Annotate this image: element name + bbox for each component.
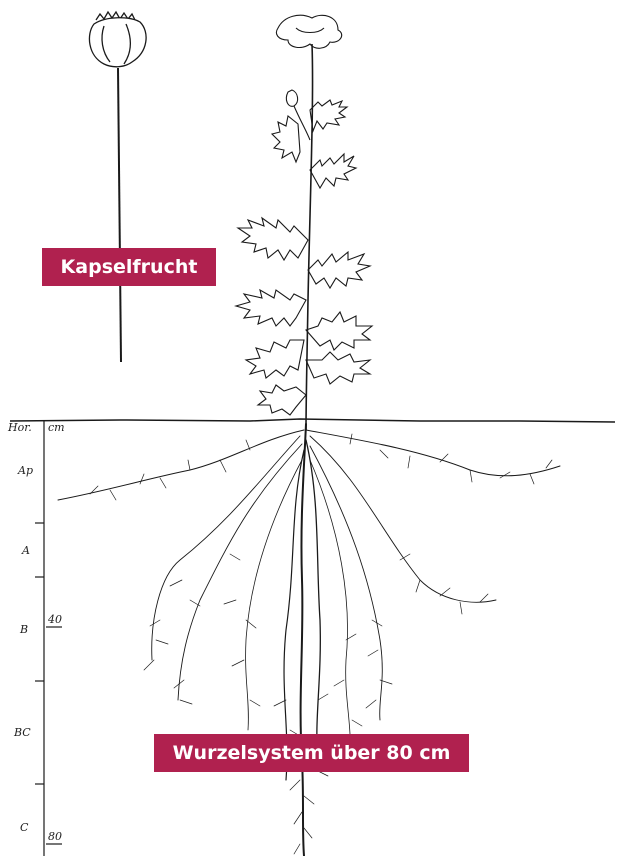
horizon-label-bc: BC xyxy=(14,727,31,739)
soil-surface-line xyxy=(10,419,615,422)
depth-mark-80: 80 xyxy=(48,831,62,843)
root-system xyxy=(58,424,560,856)
capsule-fruit xyxy=(89,12,146,362)
unit-header-label: cm xyxy=(48,422,65,434)
horizon-label-a: A xyxy=(22,545,30,557)
depth-mark-40: 40 xyxy=(48,614,62,626)
capsule-fruit-label: Kapselfrucht xyxy=(42,248,216,286)
horizon-label-ap: Ap xyxy=(18,465,33,477)
horizon-label-b: B xyxy=(20,624,28,636)
depth-scale-axis xyxy=(35,421,62,856)
poppy-plant xyxy=(236,15,372,430)
horizon-header-label: Hor. xyxy=(8,422,32,434)
horizon-label-c: C xyxy=(20,822,28,834)
root-system-label: Wurzelsystem über 80 cm xyxy=(154,734,469,772)
